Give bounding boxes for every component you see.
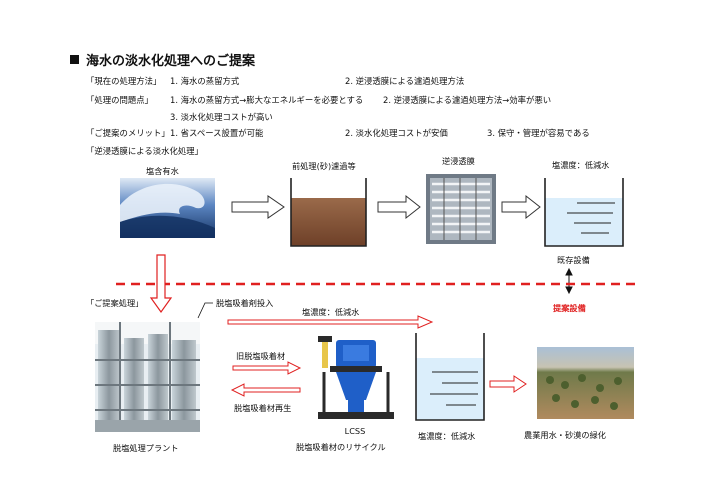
arrow-to-ro bbox=[378, 196, 420, 218]
lcss-machine bbox=[318, 336, 394, 419]
desalination-plant-image bbox=[95, 322, 200, 432]
ro-label: 逆浸透膜 bbox=[442, 155, 475, 167]
existing-proposed-double-arrow bbox=[566, 269, 572, 293]
low-salt-water-label-top: 塩濃度：低減水 bbox=[552, 159, 609, 171]
arrow-old-adsorbent bbox=[233, 362, 300, 374]
regenerated-adsorbent-label: 脱塩吸着材再生 bbox=[234, 402, 291, 414]
existing-equipment-label: 既存設備 bbox=[557, 254, 590, 266]
greening-label: 農業用水・砂漠の緑化 bbox=[524, 429, 606, 441]
adsorbent-input-pointer bbox=[198, 303, 213, 318]
greening-field-image bbox=[537, 347, 634, 419]
seawater-image bbox=[120, 178, 215, 238]
adsorbent-input-label: 脱塩吸着剤投入 bbox=[216, 297, 273, 309]
low-salt-water-label-arrow: 塩濃度：低減水 bbox=[302, 306, 359, 318]
proposal-process-label: 「ご提案処理」 bbox=[86, 297, 143, 309]
freshwater-tank-top bbox=[545, 178, 623, 246]
arrow-to-greening bbox=[490, 376, 526, 392]
low-salt-water-label-bottom: 塩濃度：低減水 bbox=[418, 430, 475, 442]
lcss-recycle-label: 脱塩吸着材のリサイクル bbox=[296, 441, 386, 453]
arrow-to-freshwater-tank bbox=[502, 196, 540, 218]
pretreatment-tank bbox=[291, 178, 366, 246]
desalination-plant-label: 脱塩処理プラント bbox=[113, 442, 179, 454]
pretreatment-label: 前処理(砂)濾過等 bbox=[292, 160, 356, 172]
seawater-label: 塩含有水 bbox=[146, 165, 179, 177]
ro-membrane-unit bbox=[426, 174, 496, 244]
lcss-label: LCSS bbox=[300, 426, 410, 436]
freshwater-tank-bottom bbox=[416, 333, 484, 420]
proposed-equipment-label: 提案設備 bbox=[553, 302, 586, 314]
old-adsorbent-label: 旧脱塩吸着材 bbox=[236, 350, 285, 362]
arrow-regenerated-adsorbent bbox=[232, 384, 300, 396]
arrow-to-pretreatment bbox=[232, 196, 284, 218]
